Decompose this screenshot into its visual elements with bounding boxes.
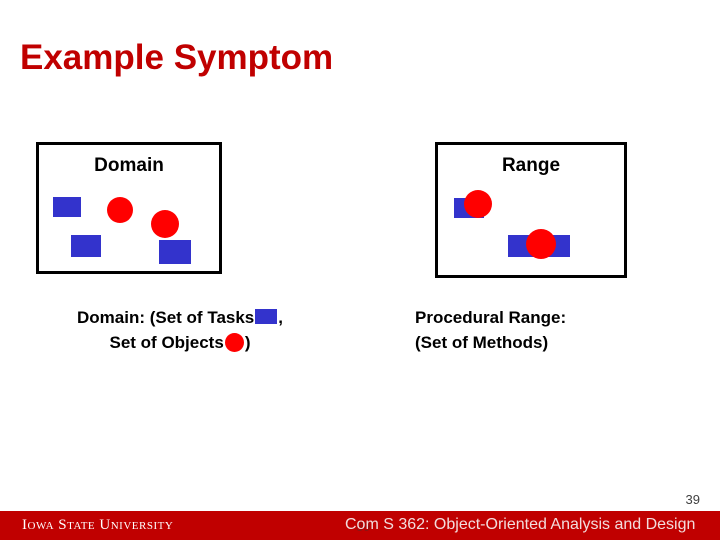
red-circle-icon	[526, 229, 556, 259]
domain-set-box: Domain	[36, 142, 222, 274]
range-caption-line2: (Set of Methods)	[415, 333, 549, 352]
domain-caption-line2: Set of Objects	[109, 333, 224, 352]
red-circle-icon	[224, 333, 244, 352]
blue-square-icon	[159, 240, 191, 264]
red-circle-icon	[107, 197, 133, 223]
slide-page-number: 39	[685, 492, 700, 507]
range-set-box: Range	[435, 142, 627, 278]
domain-caption-paren: )	[244, 333, 251, 352]
domain-caption-line1: Domain: (Set of Tasks	[76, 308, 255, 327]
footer-page-number-ghost: 39	[356, 519, 371, 534]
blue-square-icon	[53, 197, 81, 217]
page-title: Example Symptom	[20, 38, 334, 77]
range-caption: Procedural Range: (Set of Methods)	[415, 305, 715, 355]
red-circle-icon	[151, 210, 179, 238]
domain-box-heading: Domain	[94, 155, 164, 176]
domain-caption: Domain: (Set of Tasks, Set of Objects)	[10, 305, 350, 355]
range-caption-line1: Procedural Range:	[415, 308, 567, 327]
footer-band: Iowa State University 39 Com S 362: Obje…	[0, 511, 720, 540]
blue-square-icon	[255, 309, 278, 324]
range-box-heading: Range	[501, 155, 561, 176]
red-circle-icon	[464, 190, 492, 218]
domain-caption-comma: ,	[278, 308, 283, 327]
blue-square-icon	[71, 235, 101, 257]
course-title-text: Com S 362: Object-Oriented Analysis and …	[345, 516, 696, 533]
iowa-state-university-logo: Iowa State University	[22, 517, 174, 533]
